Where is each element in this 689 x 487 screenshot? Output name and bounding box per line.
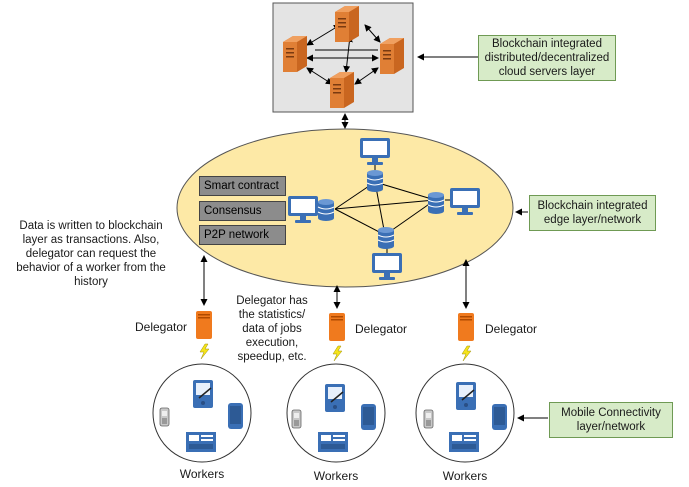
edge-layer-label: Blockchain integrated edge layer/network	[529, 195, 656, 231]
mobile-layer-label: Mobile Connectivity layer/network	[549, 402, 673, 438]
pda-icon	[455, 381, 477, 411]
delegator-label: Delegator	[355, 322, 408, 336]
worker-group-circle	[152, 363, 252, 463]
smart-contract-box: Smart contract	[199, 176, 286, 196]
phone-icon	[291, 409, 302, 429]
tablet-icon	[361, 404, 376, 430]
workers-label: Workers	[313, 469, 359, 483]
lightning-icon	[199, 343, 210, 360]
pda-icon	[324, 383, 346, 413]
worker-group-circle	[286, 363, 386, 463]
delegator-label: Delegator	[485, 322, 538, 336]
workers-label: Workers	[179, 467, 225, 481]
phone-icon	[423, 409, 434, 429]
workers-label: Workers	[442, 469, 488, 483]
lightning-icon	[461, 345, 472, 362]
database-icon	[427, 191, 445, 215]
pda-icon	[192, 379, 214, 409]
blockchain-write-note: Data is written to blockchain layer as t…	[16, 220, 166, 288]
server-icon	[330, 72, 354, 108]
database-icon	[377, 226, 395, 250]
worker-group-circle	[415, 363, 515, 463]
cloud-layer-label: Blockchain integrated distributed/decent…	[478, 35, 616, 81]
server-icon	[380, 38, 404, 74]
server-icon	[335, 6, 359, 42]
delegator-device-icon	[458, 313, 474, 341]
consensus-box: Consensus	[199, 201, 286, 221]
delegator-device-icon	[196, 311, 212, 339]
database-icon	[366, 169, 384, 193]
tablet-icon	[228, 403, 243, 429]
server-icon	[283, 36, 307, 72]
delegator-stats-note: Delegator has the statistics/ data of jo…	[236, 295, 308, 363]
database-icon	[317, 198, 335, 222]
laptop-icon	[318, 432, 348, 452]
delegator-device-icon	[329, 313, 345, 341]
delegator-label: Delegator	[135, 320, 188, 334]
phone-icon	[159, 407, 170, 427]
lightning-icon	[332, 345, 343, 362]
p2p-network-box: P2P network	[199, 225, 286, 245]
laptop-icon	[186, 432, 216, 452]
tablet-icon	[492, 404, 507, 430]
laptop-icon	[449, 432, 479, 452]
server-links	[306, 24, 381, 85]
